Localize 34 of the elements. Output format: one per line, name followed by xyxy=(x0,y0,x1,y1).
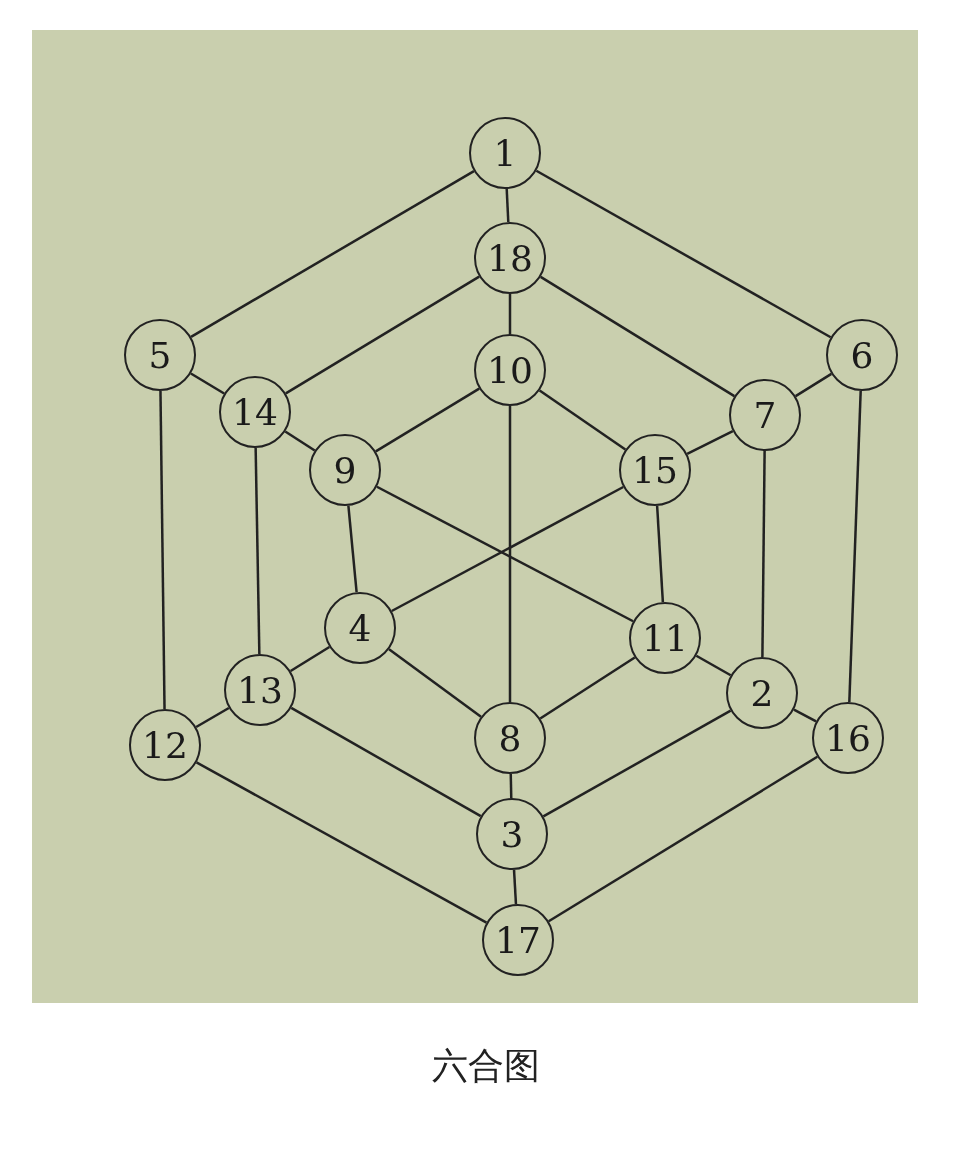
connector-line xyxy=(539,656,636,720)
connector-line xyxy=(347,505,358,593)
connector-line xyxy=(285,275,480,395)
connector-line xyxy=(794,372,833,398)
connector-line xyxy=(761,451,766,657)
connector-line xyxy=(505,188,510,223)
connector-line xyxy=(290,706,482,818)
connector-line xyxy=(195,706,230,729)
connector-line xyxy=(512,869,518,905)
connector-line xyxy=(391,485,624,613)
connector-line xyxy=(548,755,818,923)
connector-line xyxy=(254,447,261,655)
connector-line xyxy=(540,275,735,398)
caption: 六合图 xyxy=(432,1045,540,1086)
connector-line xyxy=(375,387,480,453)
connector-line xyxy=(655,505,665,603)
connector-line xyxy=(542,709,732,818)
connector-line xyxy=(695,654,732,677)
connector-line xyxy=(538,389,627,451)
connector-line xyxy=(535,169,832,339)
connector-line xyxy=(159,391,166,709)
connector-line xyxy=(508,406,512,702)
connector-line xyxy=(195,761,488,924)
connector-line xyxy=(190,170,475,338)
connector-line xyxy=(289,645,331,673)
connector-line xyxy=(793,708,817,723)
connector-line xyxy=(509,773,513,799)
connector-line xyxy=(848,390,862,703)
connector-line xyxy=(284,430,316,452)
connector-line xyxy=(376,485,634,623)
connector-line xyxy=(508,294,512,334)
connector-line xyxy=(686,430,734,455)
connector-line xyxy=(190,372,225,395)
connector-line xyxy=(388,648,482,718)
